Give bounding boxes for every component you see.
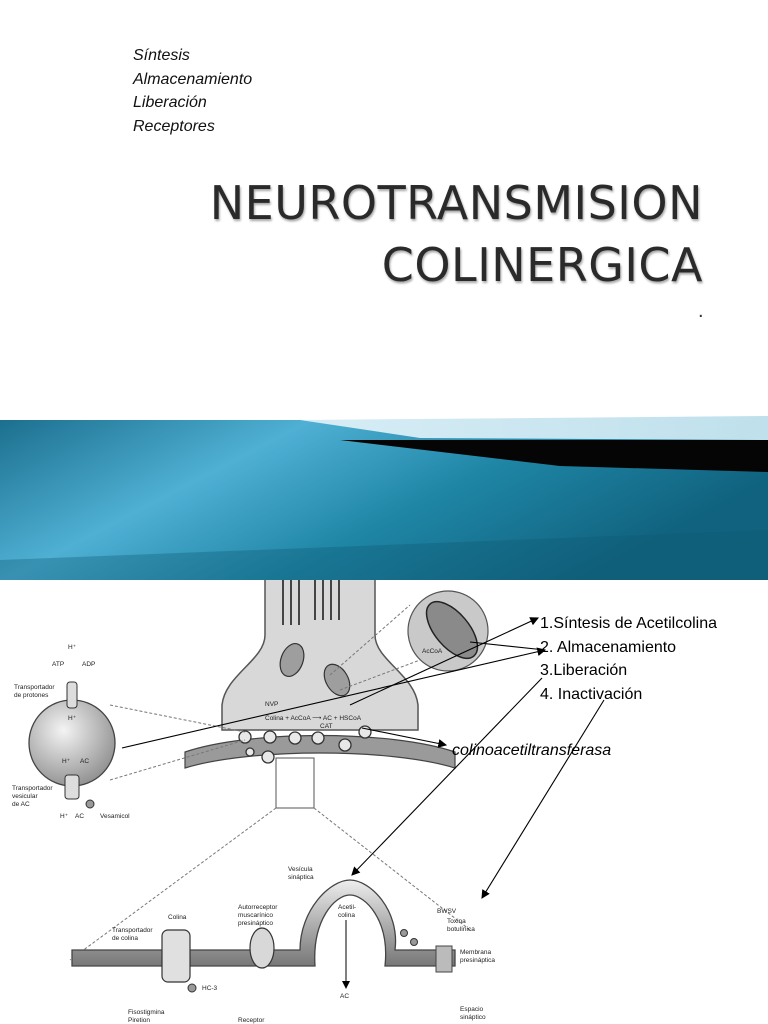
step-item: 1.Síntesis de Acetilcolina [540,615,717,632]
zoom-line [329,604,411,676]
vesamicol-marker [85,799,95,809]
botulinum-label: botulínica [447,926,475,933]
arrow-storage-mito [469,641,546,651]
fisostigmina-label: Fisostigmina [128,1009,165,1016]
topic-item: Liberación [133,94,207,111]
topic-item: Síntesis [133,47,190,64]
terminal-outline [221,580,419,731]
zoom-line [109,739,246,781]
zoom-line [69,807,277,961]
title-line: COLINERGICA [381,238,703,292]
microtubules [282,580,340,625]
slide-title: NEUROTRANSMISION COLINERGICA [150,172,703,296]
synapse-stub [435,945,453,973]
adp-label: ADP [82,661,95,668]
autoreceptor-label: muscarínico [238,912,273,919]
autoreceptor [249,927,275,969]
decorative-banner [0,416,768,580]
mitochondrion-large [425,601,479,659]
receptor-label: Receptor [238,1017,265,1024]
synaptic-vesicle-label: sináptica [288,874,314,881]
vesicular-transporter [64,774,80,800]
h-label: H⁺ [68,644,77,651]
zoom-line [339,659,421,691]
arrow-storage [121,647,547,749]
storage-vesicle: H⁺ ATP ADP Transportador de protones H⁺ … [12,644,130,820]
cholinergic-diagram: NVP Colina + AcCoA ⟶ AC + HSCoA CAT AcCo… [12,580,605,1024]
ac-label: AC [340,993,349,1000]
arrow-inactivation [481,699,605,899]
botulinum-marker [410,938,418,946]
hc3-label: HC-3 [202,985,218,992]
topic-item: Almacenamiento [133,70,253,88]
title-dot: . [698,300,704,322]
title-line: NEUROTRANSMISION [209,176,703,230]
hc3-marker [187,983,197,993]
accoa-label: AcCoA [422,648,443,655]
topics-list: Síntesis Almacenamiento Liberación Recep… [133,44,252,138]
ac-label: AC [80,758,89,765]
arrow-synthesis [349,617,539,706]
presynaptic-membrane [71,879,456,967]
zoom-box [275,757,315,809]
autoreceptor-label: presináptico [238,920,273,927]
botulinum-label: Toxina [447,918,466,925]
zoom-line [313,807,471,931]
nerve-terminal: NVP Colina + AcCoA ⟶ AC + HSCoA CAT [184,580,456,809]
proton-transporter-label: Transportador [14,684,55,691]
ac-label: AC [75,813,84,820]
proton-transporter-label: de protones [14,692,49,699]
step-item: 4. Inactivación [540,685,643,703]
synaptic-space-label: Espacio [460,1006,484,1013]
vesicular-transporter-label: de AC [12,801,30,808]
vesicle-body [28,699,116,787]
synaptic-vesicle-label: Vesícula [288,866,313,873]
bwsv-marker [400,929,408,937]
choline-transporter-label: Transportador [112,927,153,934]
acetylcholine-label: Acetil- [338,904,356,911]
arrow-release [351,677,543,876]
banner-shadow [0,530,768,580]
mitochondrion [323,663,351,697]
acetylcholine-label: colina [338,912,355,919]
h-label: H⁺ [68,715,77,722]
vesamicol-label: Vesamicol [100,813,130,820]
choline-label: Colina [168,914,187,921]
process-steps: 1.Síntesis de Acetilcolina 2. Almacenami… [540,612,717,706]
zoom-line [109,704,246,733]
reaction-label: Colina + AcCoA ⟶ AC + HSCoA [265,715,362,722]
pointer-arrows [121,617,605,899]
vesicular-transporter-label: vesicular [12,793,38,800]
banner-light-wedge [300,416,768,440]
fisostigmina-label: Piretion [128,1017,150,1024]
h-label: H⁺ [62,758,71,765]
mitochondrion-zoom: AcCoA [407,590,489,672]
presynaptic-membrane-label: presináptica [460,957,495,964]
banner-black-wedge [340,440,768,472]
synaptic-space-label: sináptico [460,1014,486,1021]
nvp-label: NVP [265,701,278,708]
autoreceptor-label: Autorreceptor [238,904,278,911]
step-item: 3.Liberación [540,662,628,679]
atp-label: ATP [52,661,64,668]
step-item: 2. Almacenamiento [540,638,677,656]
choline-transporter-label: de colina [112,935,138,942]
vesicular-transporter-label: Transportador [12,785,53,792]
choline-transporter [161,929,191,983]
bwsv-label: BWSV [437,908,457,915]
topic-item: Receptores [133,117,215,135]
proton-pump [66,681,78,709]
arrow-enzyme [361,727,448,748]
h-label: H⁺ [60,813,69,820]
presynaptic-membrane-label: Membrana [460,949,491,956]
synapse-detail: Vesícula sináptica Autorreceptor muscarí… [71,866,495,1024]
mitochondrion [279,642,305,678]
enzyme-label: colinoacetiltransferasa [452,742,612,759]
cat-label: CAT [320,723,333,730]
